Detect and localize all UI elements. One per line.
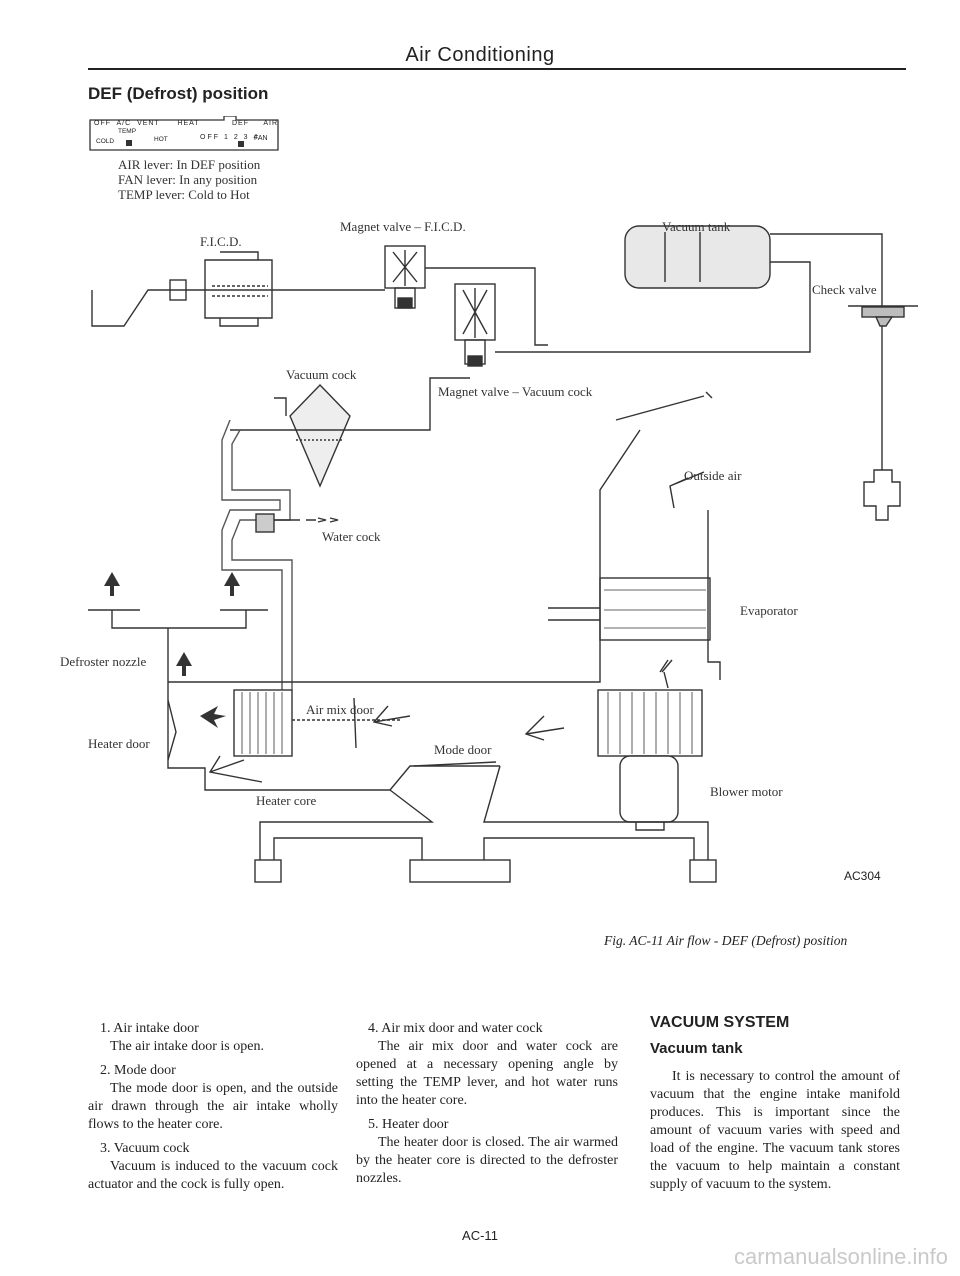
label-blower-motor: Blower motor xyxy=(710,784,783,799)
label-magnet-valve-ficd: Magnet valve – F.I.C.D. xyxy=(340,219,466,234)
check-valve xyxy=(848,305,918,470)
air-mix-door xyxy=(353,697,357,749)
page-number: AC-11 xyxy=(462,1228,498,1243)
vacuum-system-heading: VACUUM SYSTEM xyxy=(650,1014,790,1031)
item-title: 5. Heater door xyxy=(368,1117,449,1132)
figure-caption: Fig. AC-11 Air flow - DEF (Defrost) posi… xyxy=(604,933,848,948)
magnet-valve-vacuum-cock xyxy=(454,283,496,367)
panel-mode-labels: OFF A/C VENT HEAT DEF AIR xyxy=(94,120,278,127)
air-flow-diagram xyxy=(88,225,918,883)
blower-motor xyxy=(619,755,679,831)
evaporator-housing xyxy=(599,391,721,680)
heater-door xyxy=(167,699,177,761)
list-item: 4. Air mix door and water cock The air m… xyxy=(356,1020,618,1110)
panel-fan-scale: OFF 1 2 3 4 xyxy=(200,134,260,141)
list-item: 2. Mode door The mode door is open, and … xyxy=(88,1062,338,1134)
watermark: carmanualsonline.info xyxy=(733,1244,948,1269)
figure-code: AC304 xyxy=(844,869,881,883)
mode-door xyxy=(413,761,497,767)
air-flow-arrows xyxy=(208,471,705,783)
text-column-right: VACUUM SYSTEM Vacuum tank It is necessar… xyxy=(650,1014,900,1194)
ficd-actuator xyxy=(204,251,273,327)
item-body: The air intake door is open. xyxy=(110,1039,264,1054)
temp-lever-setting: TEMP lever: Cold to Hot xyxy=(118,187,250,202)
label-evaporator: Evaporator xyxy=(740,603,798,618)
panel-temp-label: TEMP xyxy=(118,128,137,135)
label-outside-air: Outside air xyxy=(684,468,742,483)
vacuum-line-main xyxy=(495,261,811,353)
panel-label-vent: VENT xyxy=(137,120,160,127)
list-item: 1. Air intake door The air intake door i… xyxy=(88,1020,338,1056)
vacuum-tank-subheading: Vacuum tank xyxy=(650,1040,743,1057)
label-check-valve: Check valve xyxy=(812,282,877,297)
item-title: 1. Air intake door xyxy=(100,1021,199,1036)
air-intake-door xyxy=(615,395,705,421)
panel-label-ac: A/C xyxy=(116,120,132,127)
item-title: 3. Vacuum cock xyxy=(100,1141,190,1156)
item-body: The heater door is closed. The air warme… xyxy=(356,1135,618,1186)
manifold-fitting xyxy=(169,279,187,301)
panel-cold-label: COLD xyxy=(96,138,115,145)
water-hose xyxy=(221,419,293,690)
air-lever-setting: AIR lever: In DEF position xyxy=(118,157,261,172)
water-cock xyxy=(255,513,339,533)
label-water-cock: Water cock xyxy=(322,529,381,544)
control-panel: OFF A/C VENT HEAT DEF AIR TEMP COLD HOT … xyxy=(88,116,280,152)
label-vacuum-cock: Vacuum cock xyxy=(286,367,357,382)
intake-manifold-tee xyxy=(863,469,901,521)
heated-air-arrow xyxy=(200,706,226,728)
vacuum-line-ficd xyxy=(425,267,548,346)
item-body: The mode door is open, and the outside a… xyxy=(88,1081,338,1132)
label-mode-door: Mode door xyxy=(434,742,492,757)
label-defroster-nozzle: Defroster nozzle xyxy=(60,654,147,669)
item-body: Vacuum is induced to the vacuum cock act… xyxy=(88,1159,338,1192)
vacuum-tank-body: It is necessary to control the amount of… xyxy=(650,1069,900,1192)
list-item: 3. Vacuum cock Vacuum is induced to the … xyxy=(88,1140,338,1194)
panel-label-off: OFF xyxy=(94,120,111,127)
label-vacuum-tank: Vacuum tank xyxy=(662,219,731,234)
label-magnet-valve-vacuum-cock: Magnet valve – Vacuum cock xyxy=(438,384,593,399)
item-title: 2. Mode door xyxy=(100,1063,176,1078)
vacuum-tank xyxy=(624,225,771,289)
panel-label-def: DEF xyxy=(231,120,249,127)
fan-lever-setting: FAN lever: In any position xyxy=(118,172,258,187)
item-body: The air mix door and water cock are open… xyxy=(356,1039,618,1108)
control-panel-graphic xyxy=(89,116,279,151)
panel-fan-label: FAN xyxy=(254,135,268,142)
intake-manifold-pipe xyxy=(91,289,385,327)
vacuum-line-tank xyxy=(770,233,883,306)
defroster-nozzle-duct xyxy=(88,609,268,678)
floor-duct xyxy=(259,765,709,860)
blower xyxy=(597,689,703,757)
label-heater-door: Heater door xyxy=(88,736,150,751)
label-heater-core: Heater core xyxy=(256,793,317,808)
label-ficd: F.I.C.D. xyxy=(200,234,242,249)
page-header-title: Air Conditioning xyxy=(405,44,555,66)
defroster-symbols xyxy=(104,572,240,728)
item-title: 4. Air mix door and water cock xyxy=(368,1021,543,1036)
floor-outlet-left xyxy=(254,859,282,883)
label-air-mix-door: Air mix door xyxy=(306,702,374,717)
list-item: 5. Heater door The heater door is closed… xyxy=(356,1116,618,1188)
text-column-left: 1. Air intake door The air intake door i… xyxy=(88,1020,338,1200)
panel-label-air: AIR xyxy=(263,120,278,127)
section-title: DEF (Defrost) position xyxy=(88,84,269,103)
header-rule xyxy=(88,68,906,70)
floor-outlet-right xyxy=(689,859,717,883)
evaporator xyxy=(548,577,711,641)
vacuum-cock-actuator xyxy=(230,377,470,488)
floor-outlet-center xyxy=(409,859,511,883)
panel-hot-label: HOT xyxy=(154,136,168,143)
magnet-valve-ficd xyxy=(384,245,426,309)
panel-label-heat: HEAT xyxy=(177,120,200,127)
text-column-middle: 4. Air mix door and water cock The air m… xyxy=(356,1020,618,1194)
